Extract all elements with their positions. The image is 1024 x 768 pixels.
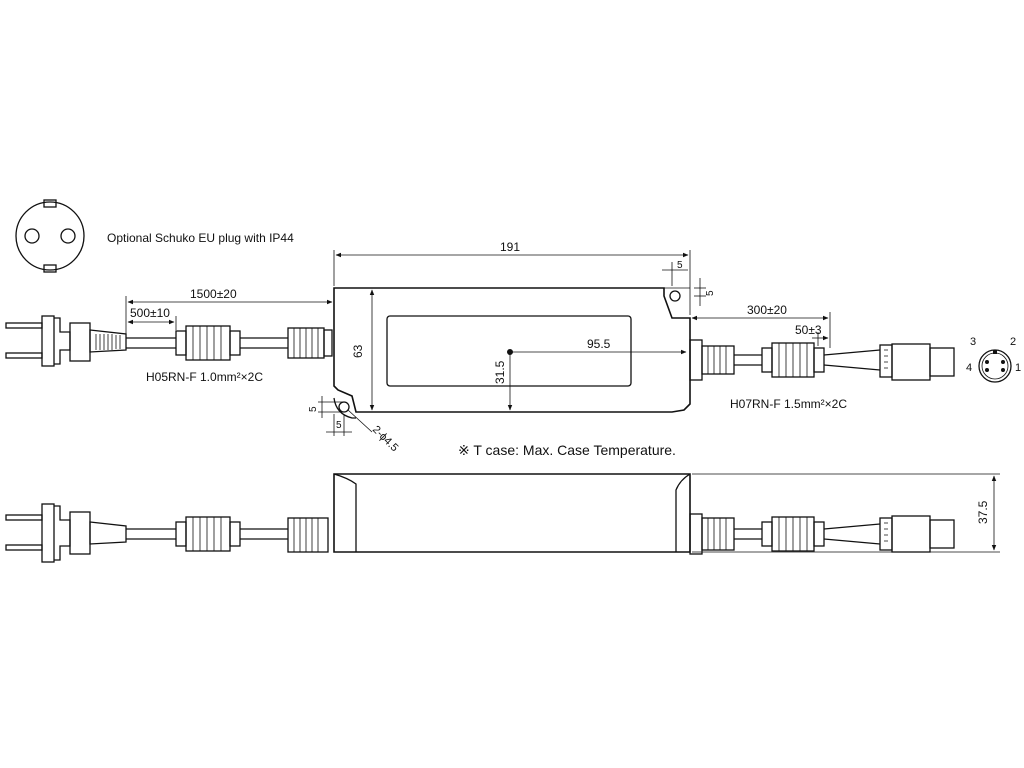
dim-in-cable-len: 1500±20 bbox=[190, 287, 237, 301]
pin-label-3: 3 bbox=[970, 336, 976, 348]
dim-tab-width: 5 bbox=[677, 260, 683, 271]
dim-hole-x: 5 bbox=[336, 420, 342, 431]
dim-hole-spec: 2-ϕ4.5 bbox=[370, 424, 401, 455]
input-strain-relief-1-icon bbox=[175, 325, 241, 361]
input-plug-top-icon bbox=[5, 315, 127, 367]
output-strain-relief-icon bbox=[761, 342, 825, 378]
input-strain-relief-side-icon bbox=[175, 516, 241, 552]
dim-tcase-x: 95.5 bbox=[587, 337, 611, 351]
dim-tcase-y: 31.5 bbox=[493, 360, 507, 384]
dim-in-strip: 500±10 bbox=[130, 306, 170, 320]
output-connector-side-icon bbox=[879, 515, 955, 553]
output-gland-side-icon bbox=[689, 513, 735, 555]
input-gland-side-icon bbox=[287, 517, 329, 553]
pin-label-2: 2 bbox=[1010, 336, 1016, 348]
dim-length: 191 bbox=[500, 240, 520, 254]
plug-note-text: Optional Schuko EU plug with IP44 bbox=[107, 231, 294, 245]
pin-label-1: 1 bbox=[1015, 362, 1021, 374]
dim-height: 63 bbox=[351, 344, 365, 358]
case-top-outline bbox=[333, 287, 691, 419]
input-cable-spec: H05RN-F 1.0mm²×2C bbox=[146, 370, 263, 384]
dim-out-cable-len: 300±20 bbox=[747, 303, 787, 317]
tcase-note: ※ T case: Max. Case Temperature. bbox=[458, 442, 676, 458]
dim-out-strip: 50±3 bbox=[795, 323, 822, 337]
output-strain-relief-side-icon bbox=[761, 516, 825, 552]
dim-thickness: 37.5 bbox=[976, 500, 990, 524]
dim-hole-y: 5 bbox=[308, 406, 319, 412]
output-gland-icon bbox=[689, 339, 735, 381]
output-connector-icon bbox=[879, 343, 955, 381]
dim-tab-height: 5 bbox=[705, 290, 716, 296]
pin-label-4: 4 bbox=[966, 362, 972, 374]
connector-pin-face-icon bbox=[978, 349, 1012, 383]
case-side-outline bbox=[333, 473, 691, 553]
schuko-plug-face-icon bbox=[15, 199, 85, 273]
top-dimensions bbox=[125, 250, 831, 436]
top-view: 3 2 4 1 bbox=[5, 287, 1021, 419]
output-cable-spec: H07RN-F 1.5mm²×2C bbox=[730, 397, 847, 411]
input-plug-side-icon bbox=[5, 503, 127, 563]
side-view bbox=[5, 473, 1000, 563]
input-gland-icon bbox=[287, 327, 333, 359]
